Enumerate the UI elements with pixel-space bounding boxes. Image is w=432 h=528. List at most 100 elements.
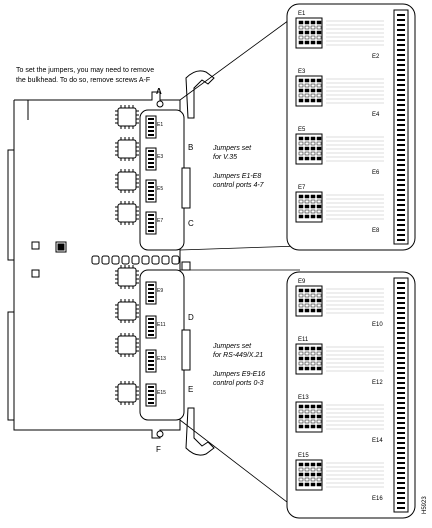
upper-jumpers-line-1: Jumpers set	[212, 145, 252, 152]
callout-pin-row	[326, 78, 384, 104]
header-pin	[171, 255, 180, 265]
board-jumper-label: E9	[157, 288, 163, 294]
callout-jumper-label: E13	[298, 395, 309, 401]
board-jumper-label: E1	[157, 122, 163, 128]
board	[7, 91, 181, 439]
ejector-upper	[185, 70, 215, 119]
status-led	[31, 241, 40, 250]
board-jumper-strip: E13	[145, 349, 166, 373]
header-pin	[151, 255, 160, 265]
board-jumper-label: E11	[157, 322, 166, 328]
callout-header-strip	[393, 9, 409, 245]
port-connector	[181, 329, 191, 371]
ic-chip	[115, 265, 139, 289]
figure-id: H5923	[422, 496, 428, 514]
lower-callout-panel	[286, 271, 416, 519]
board-jumper-strip: E15	[145, 383, 166, 407]
callout-jumper-label: E10	[372, 322, 383, 328]
callout-jumper-label: E4	[372, 112, 380, 118]
header-pin	[101, 255, 110, 265]
board-jumper-strip: E11	[145, 315, 166, 339]
upper-control-line-2: control ports 4-7	[213, 182, 265, 189]
port-connector	[181, 167, 191, 209]
screw-label-b: B	[188, 143, 193, 152]
callout-pin-row	[326, 404, 384, 430]
header-pin	[131, 255, 140, 265]
callout-jumper-label: E15	[298, 453, 309, 459]
lower-jumpers-line-2: for RS-449/X.21	[213, 352, 263, 359]
callout-pin-row	[326, 194, 384, 220]
callout-jumper-label: E9	[298, 279, 306, 285]
screw-label-e: E	[188, 385, 193, 394]
status-led	[31, 269, 40, 278]
ic-chip	[115, 137, 139, 161]
screw-f	[156, 430, 164, 438]
board-jumper-label: E13	[157, 356, 166, 362]
header-pin	[121, 255, 130, 265]
callout-jumper-label: E11	[298, 337, 309, 343]
instruction-line-1: To set the jumpers, you may need to remo…	[16, 67, 154, 74]
callout-pin-row	[326, 288, 384, 314]
lower-control-line-1: Jumpers E9-E16	[212, 371, 265, 378]
connector-row	[91, 255, 180, 265]
lower-control-line-2: control ports 0-3	[213, 380, 264, 387]
header-pin	[91, 255, 100, 265]
callout-pin-row	[326, 462, 384, 488]
ejector-lower	[185, 407, 215, 456]
ic-chip	[115, 169, 139, 193]
callout-jumper-label: E7	[298, 185, 306, 191]
board-jumper-label: E15	[157, 390, 166, 396]
ic-chip	[115, 105, 139, 129]
ic-chip	[115, 299, 139, 323]
ic-chip	[115, 333, 139, 357]
board-jumper-strip: E7	[145, 211, 163, 235]
screw-label-f: F	[156, 445, 161, 454]
left-connector-lower	[7, 311, 15, 421]
left-connector-upper	[7, 149, 15, 261]
card-guide	[181, 261, 191, 271]
header-pin	[111, 255, 120, 265]
callout-jumper-label: E3	[298, 69, 306, 75]
board-jumper-strip: E1	[145, 115, 163, 139]
board-jumper-strip: E5	[145, 179, 163, 203]
callout-panels	[286, 3, 416, 519]
zoom-lines	[179, 11, 301, 513]
screw-a	[156, 100, 164, 108]
callout-jumper-label: E5	[298, 127, 306, 133]
screw-label-d: D	[188, 313, 194, 322]
callout-jumper-label: E1	[298, 11, 306, 17]
callout-jumper-label: E12	[372, 380, 383, 386]
callout-jumper-label: E16	[372, 496, 383, 502]
board-jumper-label: E3	[157, 154, 163, 160]
lower-jumpers-line-1: Jumpers set	[212, 343, 252, 350]
upper-callout-panel	[286, 3, 416, 251]
callout-jumper-label: E14	[372, 438, 383, 444]
screw-label-c: C	[188, 219, 194, 228]
callout-pin-row	[326, 20, 384, 46]
callout-jumper-label: E8	[372, 228, 380, 234]
board-jumper-label: E5	[157, 186, 163, 192]
instruction-line-2: the bulkhead. To do so, remove screws A-…	[16, 77, 150, 84]
board-jumper-label: E7	[157, 218, 163, 224]
callout-pin-row	[326, 346, 384, 372]
header-pin	[161, 255, 170, 265]
ic-chip	[115, 201, 139, 225]
reset-switch	[55, 241, 67, 253]
board-jumper-strip: E3	[145, 147, 163, 171]
callout-jumper-label: E2	[372, 54, 380, 60]
ejector-latches	[181, 70, 215, 456]
board-jumper-strip: E9	[145, 281, 163, 305]
screw-label-a: A	[156, 87, 162, 96]
chips	[115, 105, 139, 405]
